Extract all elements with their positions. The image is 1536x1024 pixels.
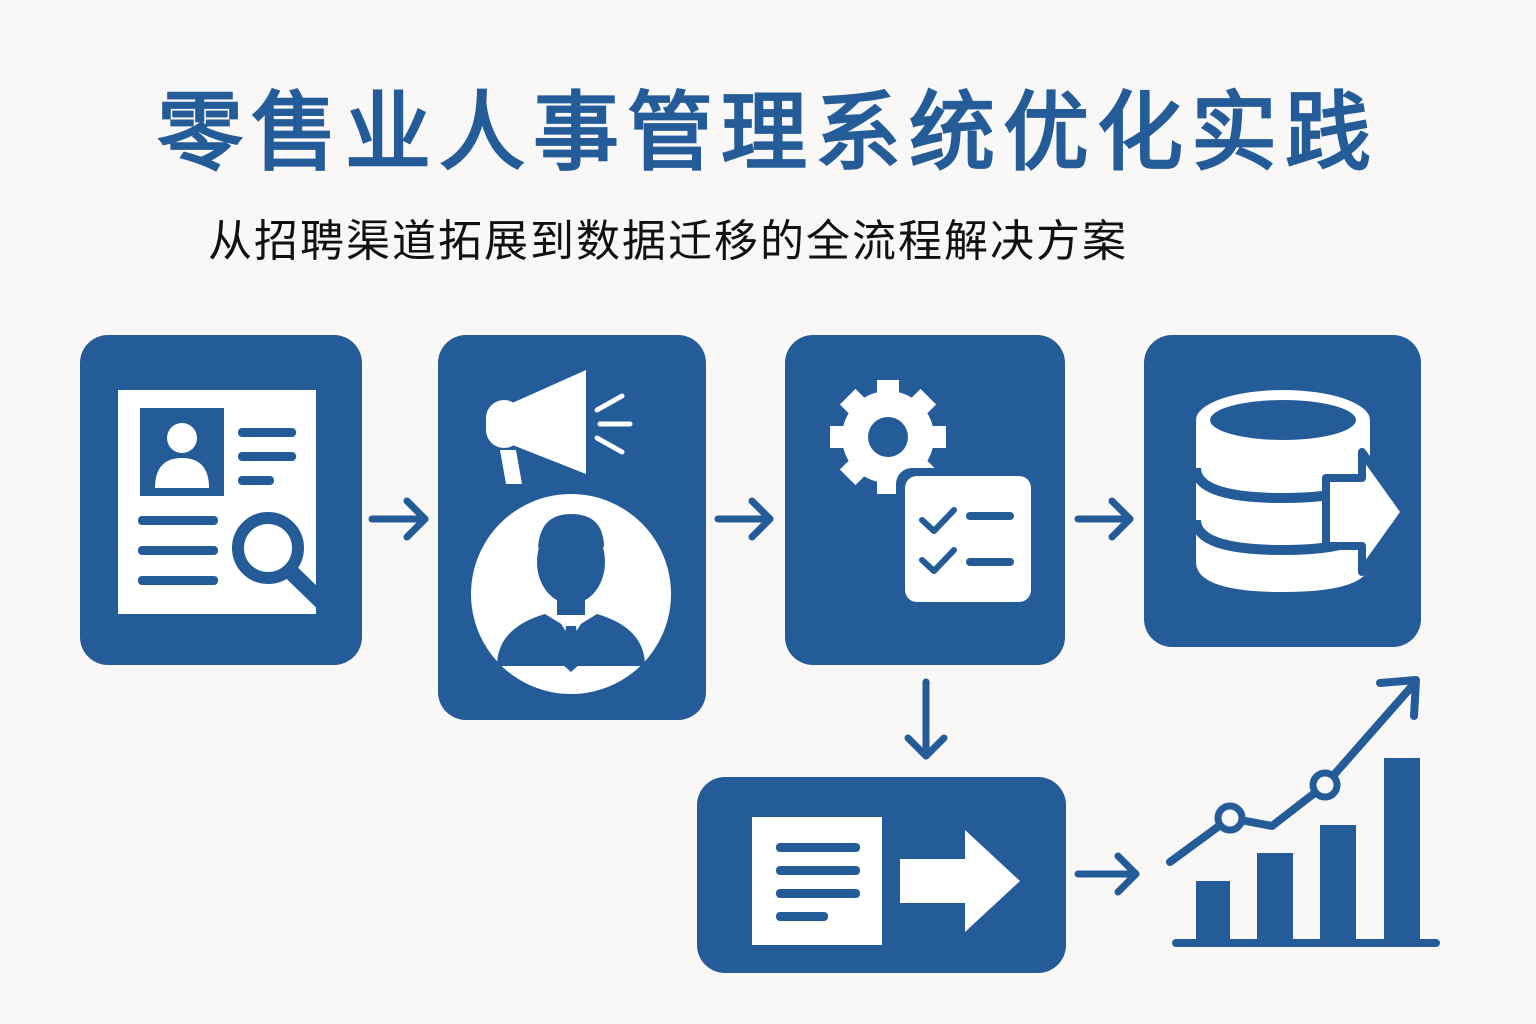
step-data-migration <box>1144 335 1421 647</box>
database-transfer-icon <box>1191 390 1409 592</box>
megaphone-icon <box>486 370 633 484</box>
growth-chart-icon <box>1166 676 1440 947</box>
step-document-transfer <box>697 777 1066 973</box>
document-arrow-icon <box>752 817 1020 945</box>
arrow-right-icon <box>368 497 429 541</box>
checklist-icon <box>896 468 1040 612</box>
arrow-right-icon <box>1074 497 1134 541</box>
step-process-configuration <box>785 335 1065 665</box>
arrow-right-icon <box>714 497 774 541</box>
arrow-down-icon <box>904 678 948 760</box>
step-recruitment-promotion <box>438 335 706 720</box>
resume-search-icon <box>118 390 334 614</box>
page-title: 零售业人事管理系统优化实践 <box>157 83 1379 183</box>
page-subtitle: 从招聘渠道拓展到数据迁移的全流程解决方案 <box>208 216 1128 267</box>
arrow-right-icon <box>1074 852 1140 896</box>
step-resume-search <box>80 335 362 665</box>
gear-icon <box>830 380 946 494</box>
candidate-avatar-icon <box>471 494 671 694</box>
